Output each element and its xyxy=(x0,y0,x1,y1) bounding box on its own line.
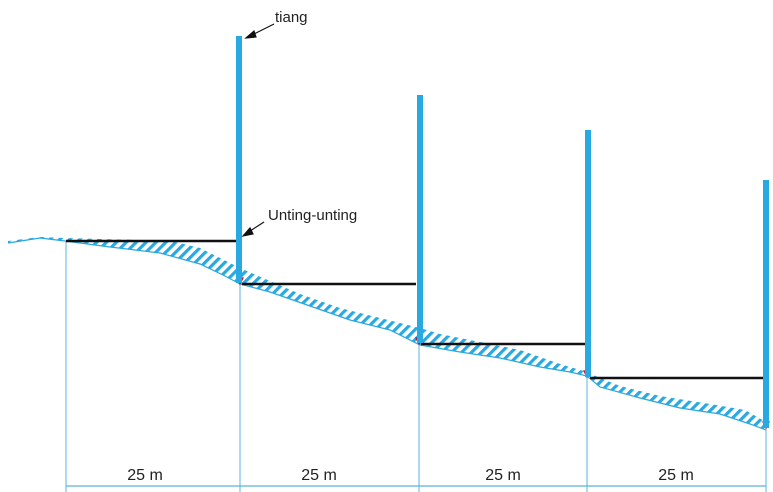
plumb-bob-label: Unting-unting xyxy=(268,207,357,224)
measuring-lines xyxy=(66,239,763,380)
pole-pointer-arrow xyxy=(244,23,275,39)
distance-label-3: 25 m xyxy=(485,467,521,484)
distance-label-1: 25 m xyxy=(127,467,163,484)
distance-label-2: 25 m xyxy=(301,467,337,484)
pole-label: tiang xyxy=(275,9,308,26)
vertical-guide-lines xyxy=(65,241,767,492)
pole-3 xyxy=(585,130,591,377)
pole-2 xyxy=(417,95,423,343)
ground-profile xyxy=(7,237,767,431)
distance-label-4: 25 m xyxy=(658,467,694,484)
plumb-pointer-arrow xyxy=(241,221,265,237)
pole-4 xyxy=(763,180,769,428)
plumb-lines xyxy=(236,241,770,430)
pole-1 xyxy=(236,36,242,283)
poles xyxy=(236,36,769,428)
